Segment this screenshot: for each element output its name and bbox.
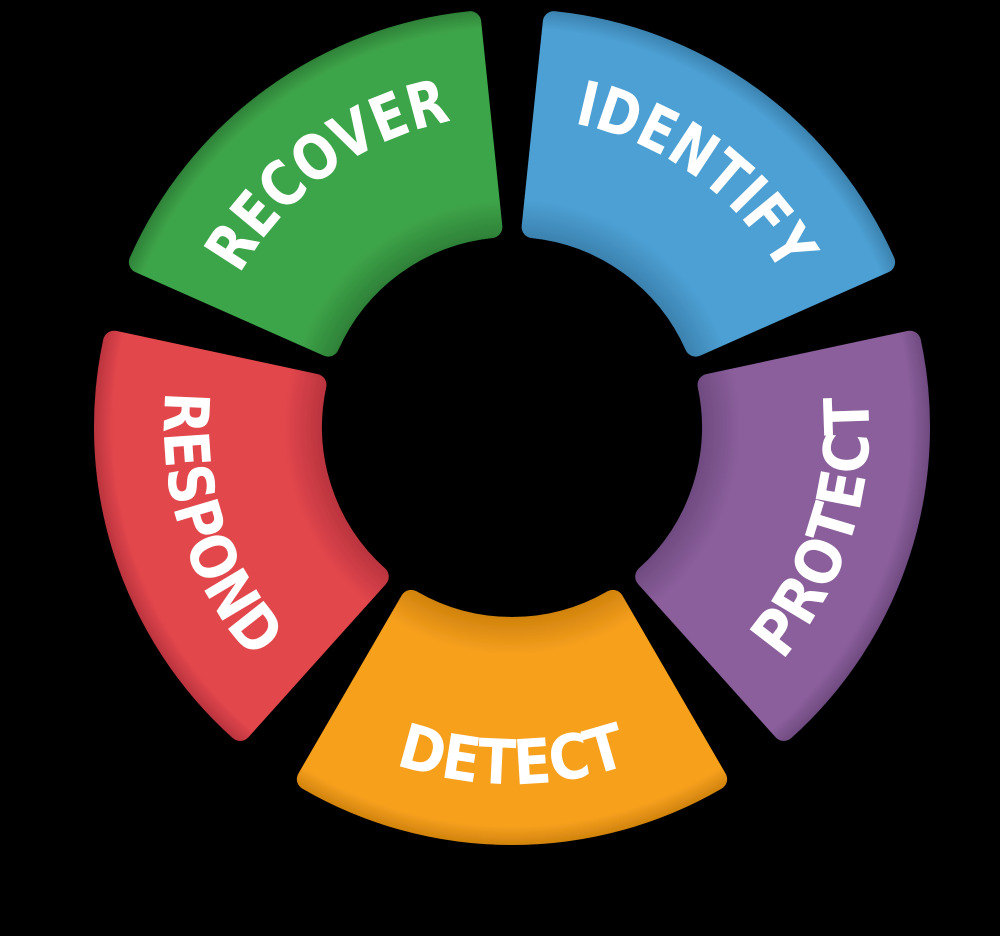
segment-arc-respond: [94, 330, 389, 741]
segment-arc-protect: [635, 330, 930, 741]
segment-recover: RECOVER: [128, 11, 503, 357]
segment-arc-recover: [128, 11, 503, 357]
segment-arc-identify: [521, 11, 896, 357]
segment-respond: RESPOND: [94, 330, 389, 741]
segment-identify: IDENTIFY: [521, 11, 896, 357]
segment-detect: DETECT: [296, 589, 728, 845]
segment-arc-detect: [296, 589, 728, 845]
segment-protect: PROTECT: [635, 330, 930, 741]
